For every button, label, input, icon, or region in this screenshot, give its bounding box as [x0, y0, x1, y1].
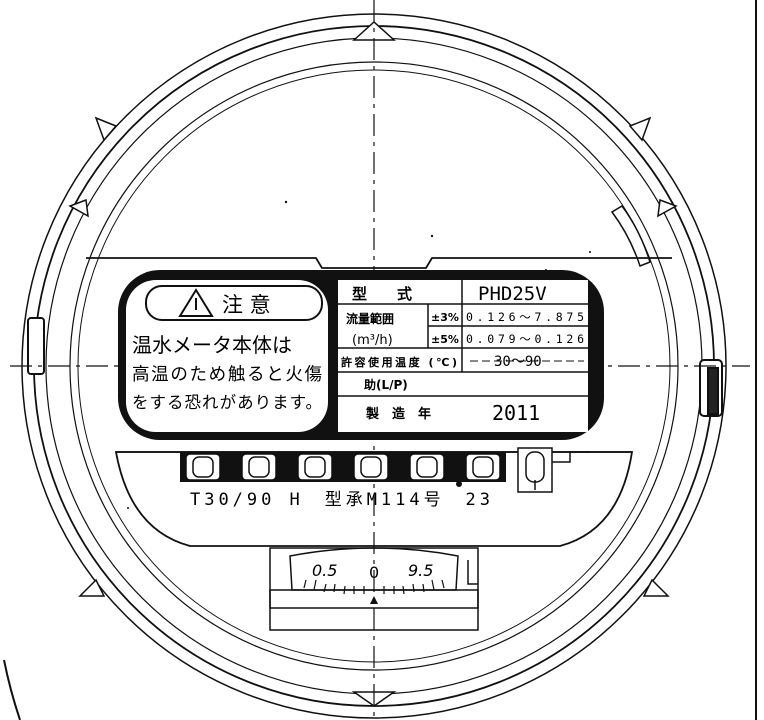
- side-pins: [27, 317, 723, 417]
- counter-marking: T30/90 H 型承M114号 23: [190, 490, 490, 510]
- dial-scale: [303, 579, 445, 595]
- caution-panel: 注 意 温水メータ本体は 高温のため触ると火傷 をする恐れがあります。: [126, 280, 328, 432]
- tol-5-label: ±5%: [431, 333, 459, 346]
- scan-specks: [127, 200, 591, 509]
- right-slot: [610, 205, 651, 267]
- flow-unit-label: (m³/h): [352, 333, 393, 348]
- year-label: 製 造 年: [365, 406, 431, 422]
- caution-title: 注 意: [222, 293, 271, 317]
- counter-digit: [241, 453, 277, 481]
- counter-digit: [465, 453, 501, 481]
- counter-digit: [185, 453, 221, 481]
- temp-value: 30～90: [494, 354, 542, 370]
- tol-3-label: ±3%: [431, 311, 459, 324]
- dial-pointer: [370, 596, 378, 604]
- dial-left-label: 0.5: [312, 561, 337, 580]
- pressure-label: 助(L/P): [364, 377, 408, 392]
- dial-center-label: 0: [369, 563, 379, 582]
- marking-dot: [456, 481, 462, 487]
- caution-line-2: 高温のため触ると火傷: [132, 365, 322, 385]
- counter-digit: [409, 453, 445, 481]
- dial-right-label: 9.5: [408, 561, 433, 580]
- caution-line-1: 温水メータ本体は: [132, 333, 292, 357]
- upper-cover-edge: [86, 257, 672, 269]
- temp-label: 許容使用温度 (℃): [341, 355, 457, 369]
- counter-wheels: [180, 447, 590, 493]
- counter-housing: [114, 451, 634, 547]
- ring-lugs: [68, 20, 678, 707]
- dial-housing: [269, 547, 479, 631]
- spec-table: 型 式 PHD25V 流量範囲 (m³/h) ±3% 0.126～7.875 ±…: [338, 280, 588, 432]
- model-label: 型 式: [352, 285, 412, 303]
- star-wheel: [517, 447, 590, 493]
- warning-icon: [178, 288, 214, 317]
- year-value: 2011: [492, 401, 540, 425]
- caution-line-3: をする恐れがあります。: [132, 393, 322, 412]
- counter-digit: [297, 453, 333, 481]
- page-edge-curve: [3, 659, 21, 720]
- model-value: PHD25V: [478, 283, 547, 305]
- counter-digit: [353, 453, 389, 481]
- flow-range-label: 流量範囲: [346, 311, 394, 326]
